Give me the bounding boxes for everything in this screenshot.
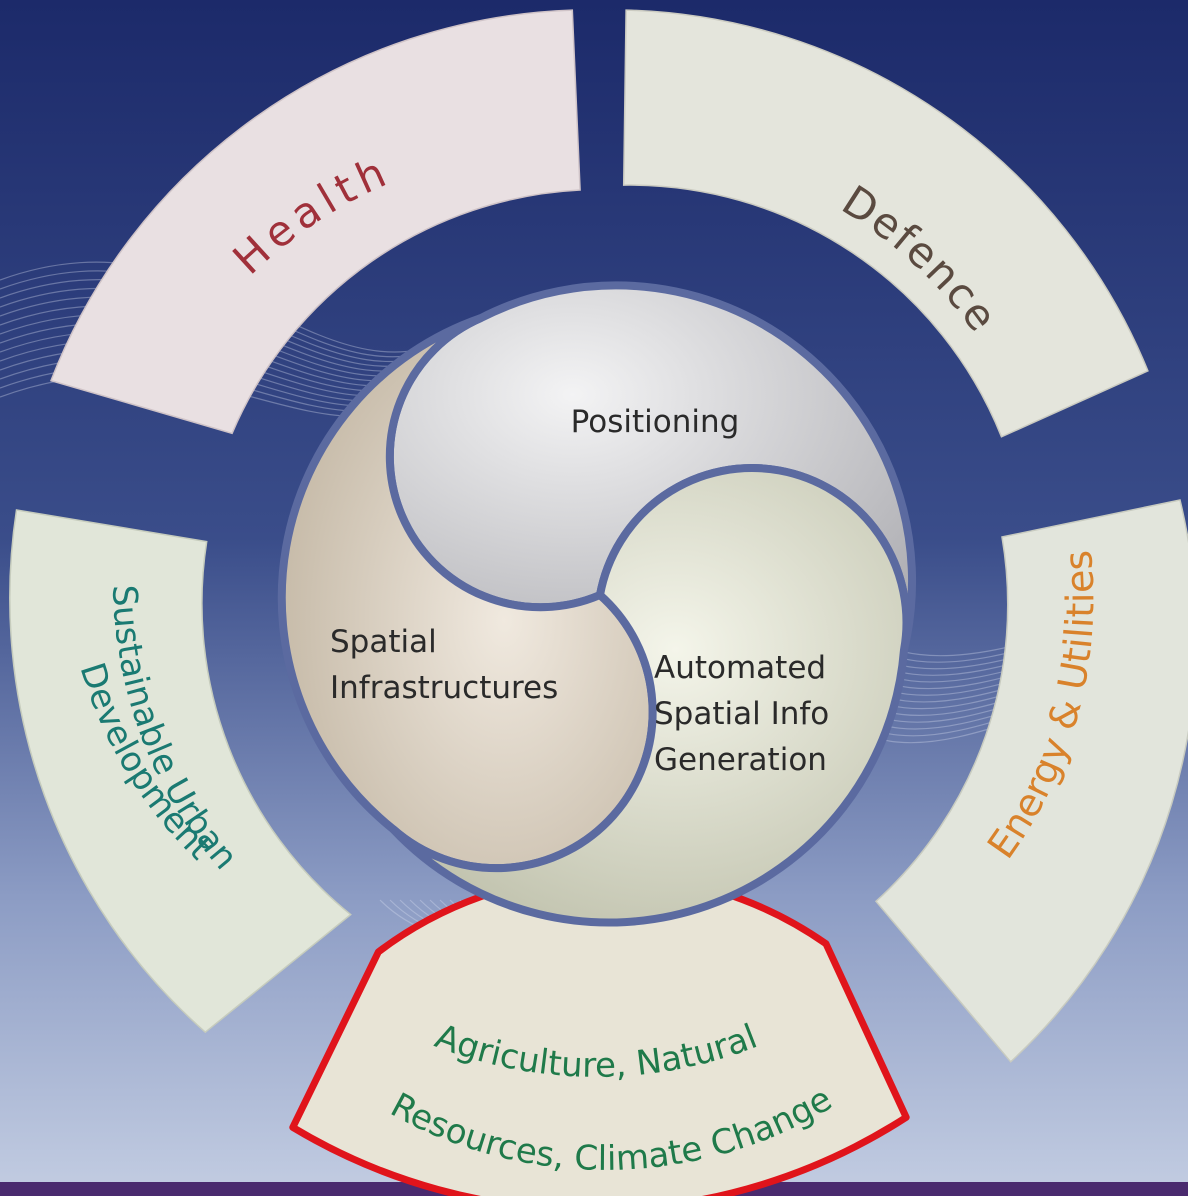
label-spatial-line1: Spatial [330,624,437,660]
label-spatial-line2: Infrastructures [330,670,558,706]
segment-health[interactable] [50,9,581,435]
segment-energy[interactable] [874,499,1188,1063]
label-automated-line1: Automated [654,650,826,686]
core-triad [277,281,917,927]
segment-defence[interactable] [622,9,1149,438]
label-automated-line3: Generation [654,742,827,778]
label-automated-line2: Spatial Info [654,696,829,732]
core-lobe-automated[interactable] [390,464,911,927]
label-positioning: Positioning [571,404,740,440]
segment-urban[interactable] [9,509,352,1034]
outer-ring [9,9,1188,1196]
